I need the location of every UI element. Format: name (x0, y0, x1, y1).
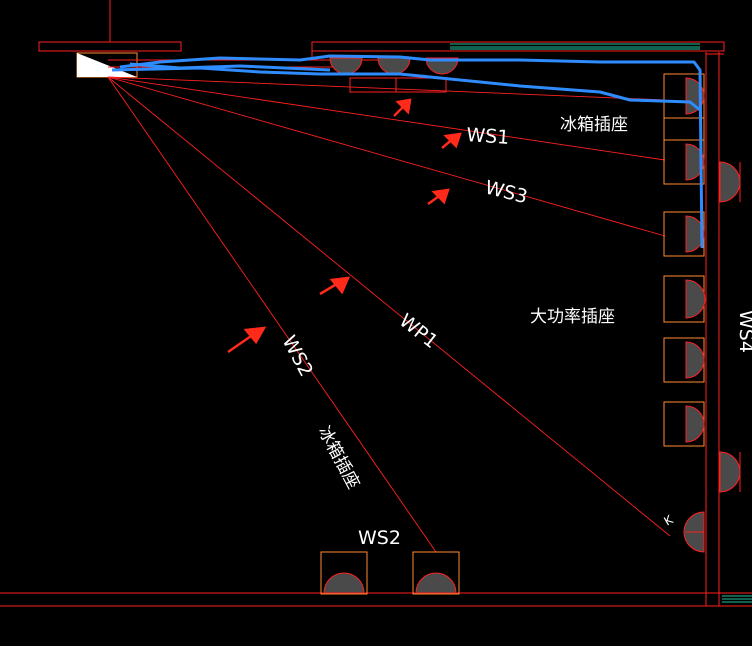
label-k-mark: K (662, 512, 677, 529)
label-ws2-diagonal: WS2 (278, 332, 318, 380)
label-ws2-bottom: WS2 (358, 527, 401, 549)
socket-icon (329, 57, 363, 75)
label-fridge-socket-top: 冰箱插座 (560, 115, 628, 135)
socket-icon (685, 215, 705, 253)
label-ws1: WS1 (466, 124, 510, 149)
socket-icon (425, 57, 459, 75)
walls (0, 0, 752, 607)
arrow-icon (393, 98, 412, 117)
socket-box (663, 117, 705, 141)
socket-icon (685, 341, 705, 379)
socket-icon (323, 572, 365, 594)
wall-hatch (450, 43, 752, 603)
arrow-icon (227, 326, 267, 354)
socket-icon (685, 405, 705, 443)
label-ws4-vertical: WS4 (735, 310, 752, 353)
bottom-socket-group (320, 551, 460, 595)
socket-box (663, 337, 705, 383)
socket-icon (719, 161, 741, 203)
socket-icon (683, 511, 705, 553)
arrow-icon (441, 132, 462, 149)
arrow-icon (319, 276, 351, 296)
top-socket-group (329, 57, 459, 93)
socket-box (663, 401, 705, 447)
label-ws3: WS3 (483, 177, 530, 209)
socket-box (663, 139, 705, 185)
socket-icon (415, 572, 457, 594)
socket-box (663, 73, 705, 119)
socket-icon (685, 279, 706, 319)
label-fridge-socket-diagonal: 冰箱插座 (314, 423, 364, 492)
right-socket-column (663, 73, 706, 553)
socket-box (663, 211, 705, 257)
wiring-lines (107, 59, 671, 553)
socket-box (663, 275, 706, 323)
socket-icon (377, 57, 411, 75)
arrow-icon (427, 188, 450, 206)
markup-route (111, 54, 704, 249)
label-high-power-socket: 大功率插座 (530, 307, 615, 327)
outer-sockets (719, 161, 741, 493)
label-wp1: WP1 (395, 310, 442, 353)
socket-icon (719, 451, 741, 493)
